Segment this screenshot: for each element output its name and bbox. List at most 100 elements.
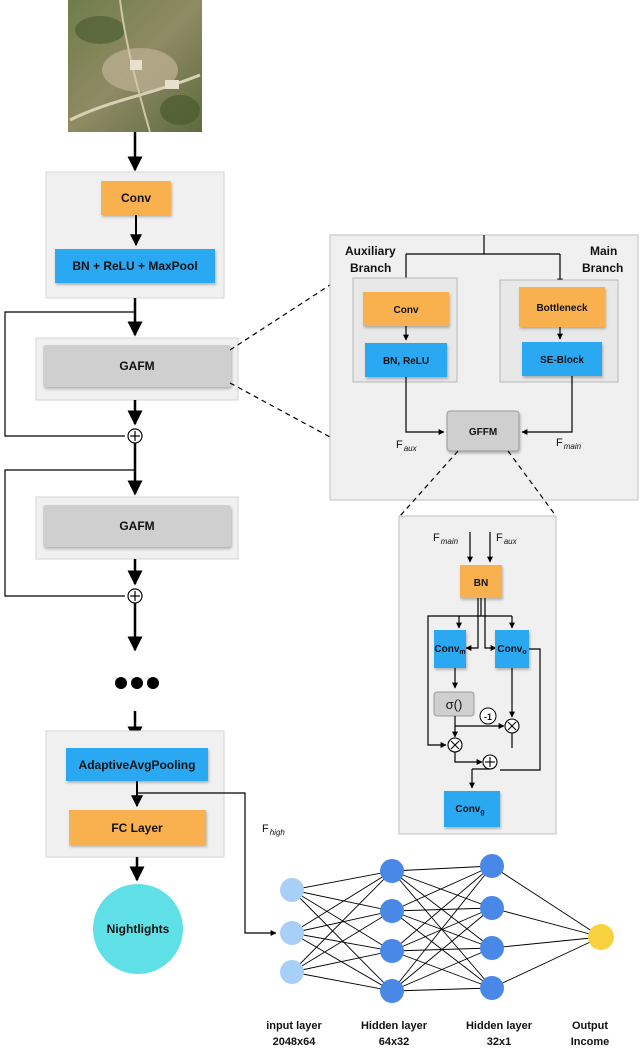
satellite-image (68, 0, 202, 133)
nn-edge (291, 889, 393, 912)
aux-conv-box (363, 292, 449, 326)
f-main-label: Fmain (556, 437, 582, 451)
conv-box (101, 181, 171, 215)
residual-connection-2 (4, 469, 135, 597)
nn-edge (391, 870, 493, 909)
nn-edge (391, 865, 493, 912)
add-node-2 (127, 588, 143, 604)
hidden2-neuron (480, 854, 504, 878)
hidden2-neuron (480, 976, 504, 1000)
aux-bn-relu-label: BN, ReLU (383, 356, 429, 367)
nn-edge (291, 870, 393, 973)
nn-edge (291, 870, 393, 934)
nn-edge (491, 936, 602, 989)
nn-edge (291, 870, 393, 891)
nn-edge (291, 910, 393, 973)
hidden-layer-2-size: 32x1 (487, 1036, 511, 1048)
gffm-f-main-label: Fmain (433, 532, 459, 546)
gffm-bn-label: BN (474, 578, 488, 589)
gffm-label: GFFM (469, 427, 497, 438)
hidden2-neuron (480, 896, 504, 920)
gffm-bn-box (460, 565, 502, 598)
gffm-detail-panel (398, 515, 557, 835)
nn-edge (391, 865, 493, 992)
conv-o-label: Convo (497, 644, 526, 656)
fc-layer-box (69, 810, 206, 845)
add-node-1 (127, 428, 143, 444)
hidden1-neuron (380, 979, 404, 1003)
sigma-box (433, 691, 475, 717)
f-high-connection (137, 792, 277, 936)
svg-text:-1: -1 (484, 712, 492, 722)
gafm1-label: GAFM (119, 359, 154, 373)
nn-edge (291, 971, 393, 992)
nn-edge (391, 907, 493, 992)
se-block-box (522, 342, 602, 376)
nn-edge (391, 865, 493, 952)
adaptive-pooling-label: AdaptiveAvgPooling (79, 758, 196, 772)
output-layer-name: Income (571, 1036, 610, 1048)
residual-connection-1 (4, 311, 135, 437)
sum-node (482, 754, 498, 770)
nn-neurons (280, 854, 614, 1003)
se-block-label: SE-Block (540, 355, 584, 366)
fc-layer-label: FC Layer (111, 821, 163, 835)
multiply-node-1 (504, 718, 520, 734)
hidden2-neuron (480, 936, 504, 960)
adaptive-pooling-box (66, 748, 208, 781)
input-neuron (280, 960, 304, 984)
aux-conv-label: Conv (394, 305, 419, 316)
input-layer-size: 2048x64 (273, 1036, 317, 1048)
bottleneck-label: Bottleneck (536, 303, 588, 314)
gafm1-box (43, 345, 231, 387)
hidden1-neuron (380, 899, 404, 923)
sigma-label: σ() (446, 697, 463, 712)
aux-branch-label-2: Branch (350, 261, 391, 275)
input-neuron (280, 878, 304, 902)
nn-edge (291, 932, 393, 992)
conv-label: Conv (121, 191, 151, 205)
nn-edge (491, 936, 602, 949)
input-layer-label: input layer (266, 1020, 322, 1032)
aux-branch-label-1: Auxiliary (345, 244, 396, 258)
hidden1-neuron (380, 939, 404, 963)
gafm2-box (43, 505, 231, 547)
minus-one-node: -1 (479, 707, 497, 725)
conv-g-label: Convg (455, 804, 484, 816)
nn-edge (291, 950, 393, 973)
f-high-label: Fhigh (262, 823, 285, 837)
conv-m-label: Convm (434, 644, 465, 656)
f-aux-label: Faux (396, 439, 418, 453)
nn-edge (291, 889, 393, 952)
gffm-box (446, 410, 520, 452)
hidden-layer-1-label: Hidden layer (361, 1020, 428, 1032)
hidden-layer-1-size: 64x32 (379, 1036, 410, 1048)
gafm2-label: GAFM (119, 519, 154, 533)
conv-o-box (495, 630, 529, 668)
nn-edge (491, 907, 602, 938)
nn-edge (491, 865, 602, 938)
nn-connections (291, 865, 602, 992)
bottleneck-box (519, 287, 605, 327)
nightlights-node (93, 884, 183, 974)
hidden-layer-2-label: Hidden layer (466, 1020, 533, 1032)
nn-edge (391, 947, 493, 992)
nn-edge (391, 907, 493, 952)
aux-bn-relu-box (365, 343, 447, 377)
output-neuron (588, 924, 614, 950)
ellipsis-dots (115, 677, 159, 689)
nn-edge (291, 889, 393, 992)
gffm-f-aux-label: Faux (496, 532, 518, 546)
bn-relu-maxpool-label: BN + ReLU + MaxPool (72, 259, 197, 273)
hidden1-neuron (380, 859, 404, 883)
output-layer-label: Output (572, 1020, 608, 1032)
multiply-node-2 (447, 737, 463, 753)
main-branch-label-2: Branch (582, 261, 623, 275)
main-branch-label-1: Main (590, 244, 617, 258)
conv-m-box (434, 630, 466, 668)
nightlights-label: Nightlights (107, 922, 170, 936)
nn-edge (391, 907, 493, 912)
bn-relu-maxpool-box (55, 249, 215, 283)
nn-edge (391, 987, 493, 992)
